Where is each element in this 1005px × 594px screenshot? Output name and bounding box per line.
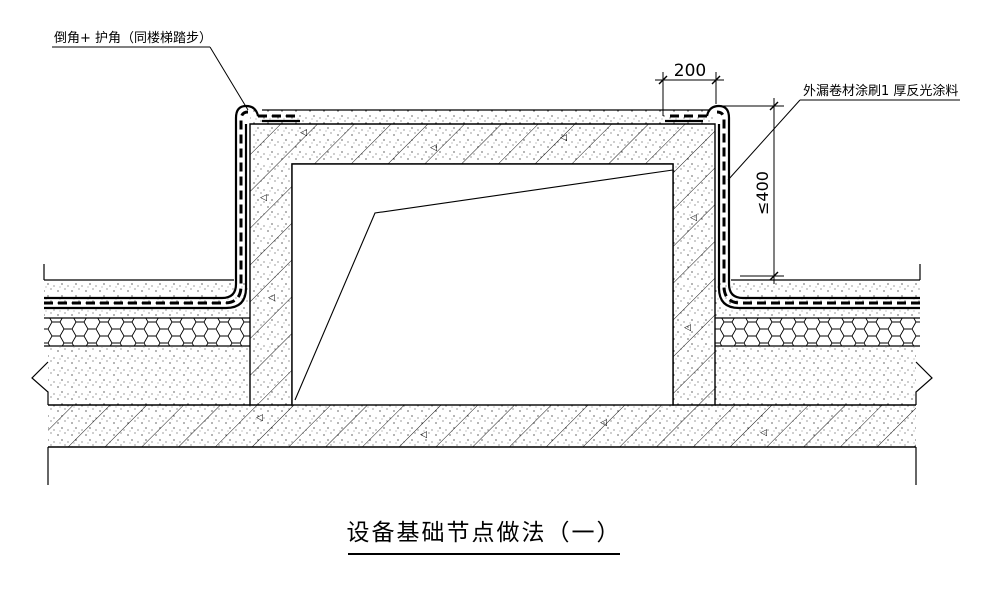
svg-text:◁: ◁ [560, 133, 567, 143]
drawing-caption: 设备基础节点做法（一） [347, 520, 622, 555]
chamfer-note-callout: 倒角+ 护角（同楼梯踏步） [52, 31, 249, 111]
dimension-width: 200 [655, 61, 724, 116]
membrane-note-callout: 外漏卷材涂刷1 厚反光涂料 [727, 83, 960, 181]
svg-text:◁: ◁ [690, 213, 697, 223]
inner-cavity [291, 163, 674, 406]
left-floor-layers [31, 264, 250, 405]
svg-text:◁: ◁ [268, 293, 275, 303]
svg-text:◁: ◁ [256, 413, 263, 423]
right-waterproof-membrane [665, 104, 920, 310]
membrane-note-label: 外漏卷材涂刷1 厚反光涂料 [803, 83, 958, 99]
svg-text:◁: ◁ [300, 128, 307, 138]
dimension-height: ≤400 [716, 98, 784, 284]
right-floor-layers [715, 264, 933, 405]
caption-title: 设备基础节点做法（一） [347, 520, 622, 546]
left-waterproof-membrane [44, 104, 300, 310]
svg-text:◁: ◁ [600, 418, 607, 428]
svg-text:◁: ◁ [260, 193, 267, 203]
svg-text:◁: ◁ [684, 323, 691, 333]
svg-text:◁: ◁ [420, 430, 427, 440]
svg-text:◁: ◁ [760, 428, 767, 438]
base-slab: ◁ ◁ ◁ ◁ [47, 404, 917, 485]
chamfer-note-label: 倒角+ 护角（同楼梯踏步） [54, 31, 212, 46]
dimension-height-label: ≤400 [753, 171, 772, 215]
dimension-width-label: 200 [674, 61, 706, 81]
equipment-foundation: ◁ ◁ ◁ ◁ ◁ ◁ ◁ [249, 109, 716, 406]
svg-text:◁: ◁ [430, 143, 437, 153]
